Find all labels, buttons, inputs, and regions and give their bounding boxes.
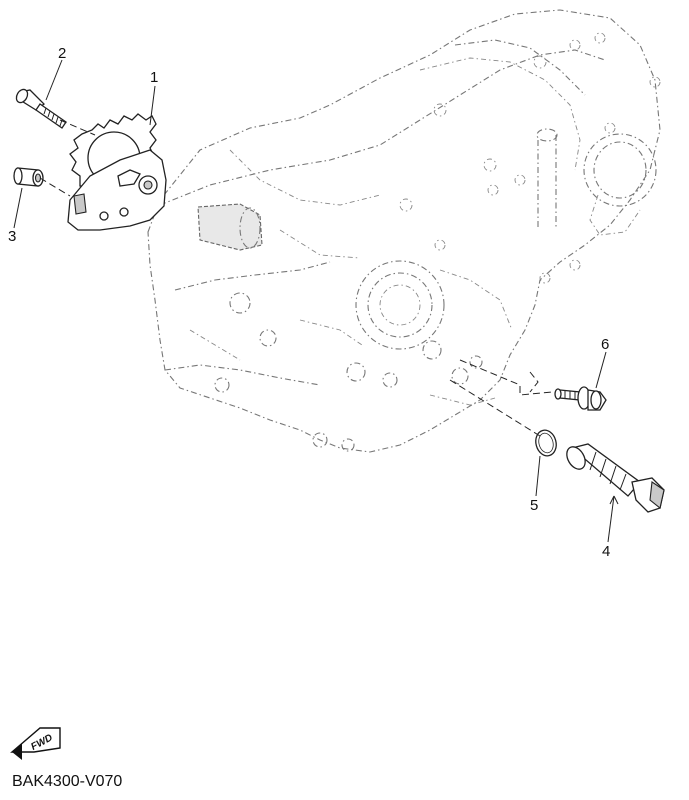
callout-leaders [13, 59, 619, 543]
callout-5: 5 [530, 497, 538, 514]
callout-4: 4 [602, 543, 610, 560]
collar-part-3 [13, 167, 44, 187]
oil-strainer-part-4 [566, 443, 665, 513]
o-ring-part-5 [535, 429, 557, 457]
callout-6: 6 [601, 336, 609, 353]
alignment-lines [39, 119, 553, 437]
callout-labels: 1 2 3 4 5 6 [8, 45, 610, 560]
diagram-code: BAK4300-V070 [12, 773, 122, 790]
forward-direction-badge: FWD [10, 727, 61, 760]
oil-pump-assembly [67, 113, 167, 231]
bolt-part-6 [554, 386, 607, 411]
crankcase-phantom-outline [147, 9, 661, 453]
bolt-part-2 [15, 88, 67, 129]
callout-2: 2 [58, 45, 66, 62]
callout-3: 3 [8, 228, 16, 245]
callout-1: 1 [150, 69, 158, 86]
